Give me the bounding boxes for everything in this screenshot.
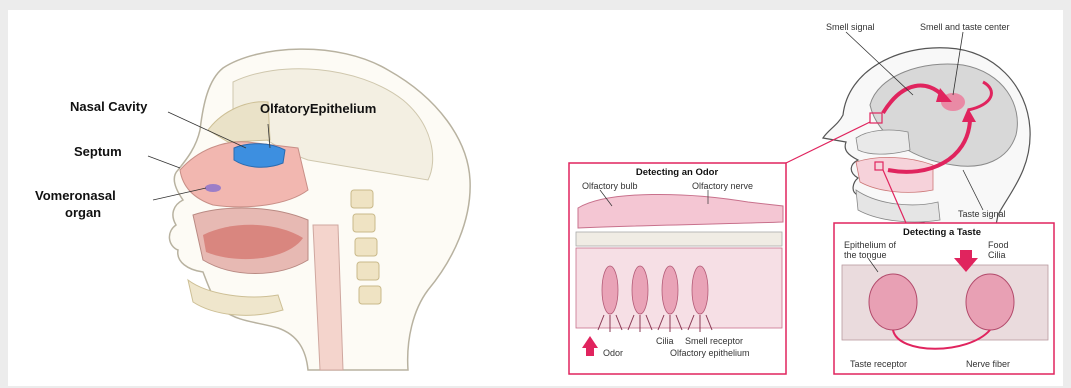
- septum-leader: [148, 156, 180, 168]
- label-smell-taste-center: Smell and taste center: [920, 22, 1010, 32]
- label-nerve-fiber: Nerve fiber: [966, 359, 1010, 369]
- label-odor: Odor: [603, 348, 623, 358]
- odor-panel-title: Detecting an Odor: [636, 167, 719, 178]
- label-taste-signal: Taste signal: [958, 209, 1006, 219]
- figure-frame: Nasal Cavity OlfatoryEpithelium Septum V…: [8, 10, 1063, 386]
- label-epithelium-1: Epithelium of: [844, 240, 897, 250]
- label-vomeronasal-2: organ: [65, 205, 101, 220]
- diagram-canvas: Nasal Cavity OlfatoryEpithelium Septum V…: [8, 10, 1063, 386]
- label-vomeronasal-1: Vomeronasal: [35, 188, 116, 203]
- label-cilia-odor: Cilia: [656, 336, 674, 346]
- label-smell-receptor: Smell receptor: [685, 336, 743, 346]
- label-taste-receptor: Taste receptor: [850, 359, 907, 369]
- odor-panel: Detecting an Odor Olfactory bulb Olfacto…: [569, 163, 786, 374]
- label-smell-signal: Smell signal: [826, 22, 875, 32]
- label-olfactory-bulb: Olfactory bulb: [582, 181, 638, 191]
- left-head-figure: Nasal Cavity OlfatoryEpithelium Septum V…: [35, 49, 470, 370]
- vomeronasal-organ-mark: [205, 184, 221, 192]
- right-head-figure: Smell signal Smell and taste center Tast…: [823, 22, 1030, 240]
- label-olfactory-epithelium: OlfatoryEpithelium: [260, 101, 376, 116]
- label-olfactory-epithelium-right: Olfactory epithelium: [670, 348, 750, 358]
- bone-layer: [576, 232, 782, 246]
- label-nasal-cavity: Nasal Cavity: [70, 99, 148, 114]
- label-olfactory-nerve: Olfactory nerve: [692, 181, 753, 191]
- label-epithelium-2: the tongue: [844, 250, 887, 260]
- label-cilia-taste: Cilia: [988, 250, 1006, 260]
- olfactory-epithelium-patch: [234, 144, 285, 168]
- taste-panel: Detecting a Taste Epithelium of the tong…: [834, 223, 1054, 374]
- label-septum: Septum: [74, 144, 122, 159]
- label-food: Food: [988, 240, 1009, 250]
- right-nasal-cavity: [856, 130, 910, 154]
- taste-panel-title: Detecting a Taste: [903, 227, 981, 238]
